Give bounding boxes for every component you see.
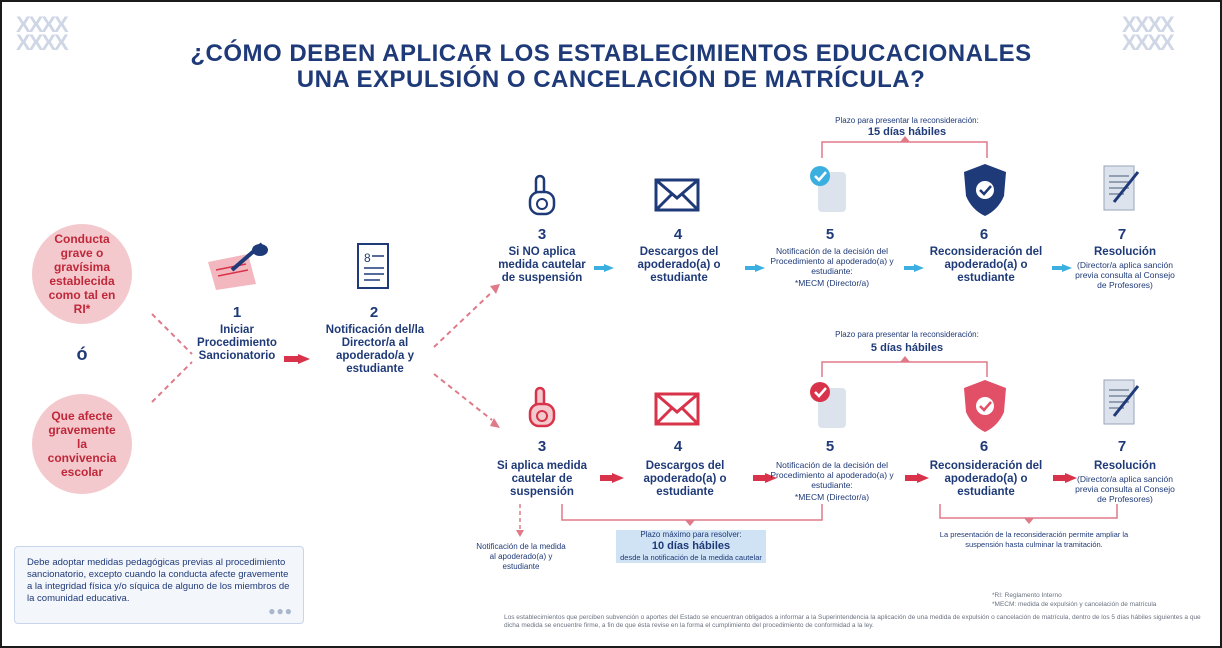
bottom-step-7-label: Resolución — [1094, 460, 1156, 472]
svg-text:8: 8 — [364, 251, 371, 265]
condition-2-text: Que afecte gravemente la convivencia esc… — [47, 409, 117, 479]
top-step-7-sub: (Director/a aplica sanción previa consul… — [1075, 260, 1175, 290]
hand-icon — [524, 174, 560, 218]
bottom-step-5-number: 5 — [825, 438, 835, 455]
bottom-step-7-sub: (Director/a aplica sanción previa consul… — [1075, 474, 1175, 504]
envelope-icon — [654, 392, 700, 426]
notepad-icon — [1100, 162, 1140, 214]
top-step-5-sub: *MECM (Director/a) — [794, 278, 870, 288]
max-deadline-sub: desde la notificación de la medida caute… — [616, 553, 766, 563]
hand-icon — [524, 386, 560, 430]
bottom-deadline-value: 5 días hábiles — [870, 342, 944, 354]
notify-measure-note: Notificación de la medida al apoderado(a… — [476, 542, 566, 571]
top-step-7-number: 7 — [1117, 226, 1127, 243]
title-line-1: ¿CÓMO DEBEN APLICAR LOS ESTABLECIMIENTOS… — [190, 40, 1032, 67]
document-icon: 8 — [354, 242, 394, 292]
top-step-6-number: 6 — [979, 226, 989, 243]
top-deadline-label: Plazo para presentar la reconsideración: — [835, 116, 979, 125]
top-step-5-label: Notificación de la decisión del Procedim… — [770, 246, 894, 276]
glossary-ri: *RI: Reglamento Interno — [992, 592, 1062, 599]
bottom-step-6-label: Reconsideración del apoderado(a) o estud… — [929, 460, 1043, 498]
bottom-step-5-sub: *MECM (Director/a) — [794, 492, 870, 502]
condition-circle-2: Que afecte gravemente la convivencia esc… — [32, 394, 132, 494]
pedagogical-measures-text: Debe adoptar medidas pedagógicas previas… — [27, 557, 290, 604]
step-2-number: 2 — [369, 304, 379, 321]
top-deadline-value: 15 días hábiles — [867, 126, 947, 138]
condition-circle-1: Conducta grave o gravísima establecida c… — [32, 224, 132, 324]
pedagogical-measures-note: Debe adoptar medidas pedagógicas previas… — [14, 546, 304, 624]
condition-1-text: Conducta grave o gravísima establecida c… — [48, 232, 116, 316]
top-step-6-label: Reconsideración del apoderado(a) o estud… — [929, 246, 1043, 284]
bottom-step-5-label: Notificación de la decisión del Procedim… — [770, 460, 894, 490]
bottom-deadline-label: Plazo para presentar la reconsideración: — [835, 330, 979, 339]
bottom-step-3-number: 3 — [537, 438, 547, 455]
writing-hand-icon — [202, 240, 272, 290]
shield-icon — [962, 162, 1008, 218]
title-line-2: UNA EXPULSIÓN O CANCELACIÓN DE MATRÍCULA… — [296, 66, 926, 93]
check-scroll-icon — [808, 162, 852, 216]
step-1-number: 1 — [232, 304, 242, 321]
bottom-step-7-number: 7 — [1117, 438, 1127, 455]
step-1-label: Iniciar Procedimiento Sancionatorio — [197, 324, 277, 362]
top-step-7-label: Resolución — [1094, 246, 1156, 258]
shield-icon — [962, 378, 1008, 434]
bottom-step-3-label: Si aplica medida cautelar de suspensión — [496, 460, 588, 498]
top-step-3-number: 3 — [537, 226, 547, 243]
bottom-step-6-number: 6 — [979, 438, 989, 455]
step-2-label: Notificación del/la Director/a al apoder… — [325, 324, 425, 375]
check-scroll-icon — [808, 378, 852, 432]
max-deadline-label: Plazo máximo para resolver: — [616, 530, 766, 540]
bottom-step-4-number: 4 — [673, 438, 683, 455]
max-deadline-value: 10 días hábiles — [616, 540, 766, 553]
top-step-5-number: 5 — [825, 226, 835, 243]
top-step-4-number: 4 — [673, 226, 683, 243]
top-step-3-label: Si NO aplica medida cautelar de suspensi… — [498, 246, 586, 284]
reconsideration-note: La presentación de la reconsideración pe… — [939, 530, 1129, 549]
dots-icon: ●●● — [268, 604, 293, 618]
max-deadline-box: Plazo máximo para resolver: 10 días hábi… — [616, 530, 766, 563]
top-step-4-label: Descargos del apoderado(a) o estudiante — [637, 246, 721, 284]
envelope-icon — [654, 178, 700, 212]
bottom-step-4-label: Descargos del apoderado(a) o estudiante — [643, 460, 727, 498]
bottom-legal-text: Los establecimientos que perciben subven… — [504, 614, 1201, 629]
notepad-icon — [1100, 376, 1140, 428]
or-label: ó — [76, 344, 88, 364]
glossary-mecm: *MECM: medida de expulsión y cancelación… — [992, 601, 1157, 608]
